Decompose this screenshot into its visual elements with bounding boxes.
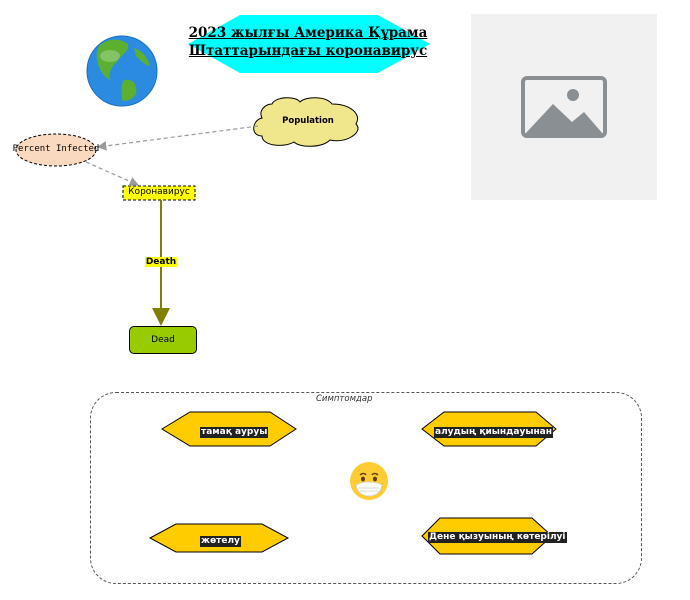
coronavirus-node (122, 185, 196, 201)
percent-infected-label: Percent Infected (12, 144, 100, 154)
death-edge-label: Death (140, 257, 182, 267)
symptom-sore-throat: тамақ ауруы (200, 427, 269, 438)
symptom-fever: Дене қызуының көтерілуі (428, 532, 567, 543)
symptoms-label: Симптомдар (316, 394, 373, 404)
symptoms-container (90, 392, 642, 584)
symptom-breathing-difficulty: алудың қиындауынан (434, 427, 553, 438)
face-with-mask-icon (350, 462, 388, 500)
image-placeholder-icon (521, 76, 607, 138)
title-line-2: Штаттарындағы коронавирус (188, 43, 428, 59)
title-shape (188, 15, 430, 73)
edge-population-percent (96, 125, 259, 151)
population-cloud (253, 97, 359, 147)
diagram-title: 2023 жылғы Америка Құрама Штаттарындағы … (188, 24, 428, 60)
title-line-1: 2023 жылғы Америка Құрама (188, 25, 428, 41)
death-edge-text: Death (144, 257, 178, 267)
coronavirus-label: Коронавирус (128, 187, 190, 197)
symptom-cough: жөтелу (200, 536, 241, 547)
globe-icon (86, 35, 158, 107)
percent-infected-node (15, 133, 97, 167)
dead-node: Dead (129, 326, 197, 354)
population-label: Population (282, 116, 334, 126)
edge-percent-coronavirus (85, 161, 140, 186)
